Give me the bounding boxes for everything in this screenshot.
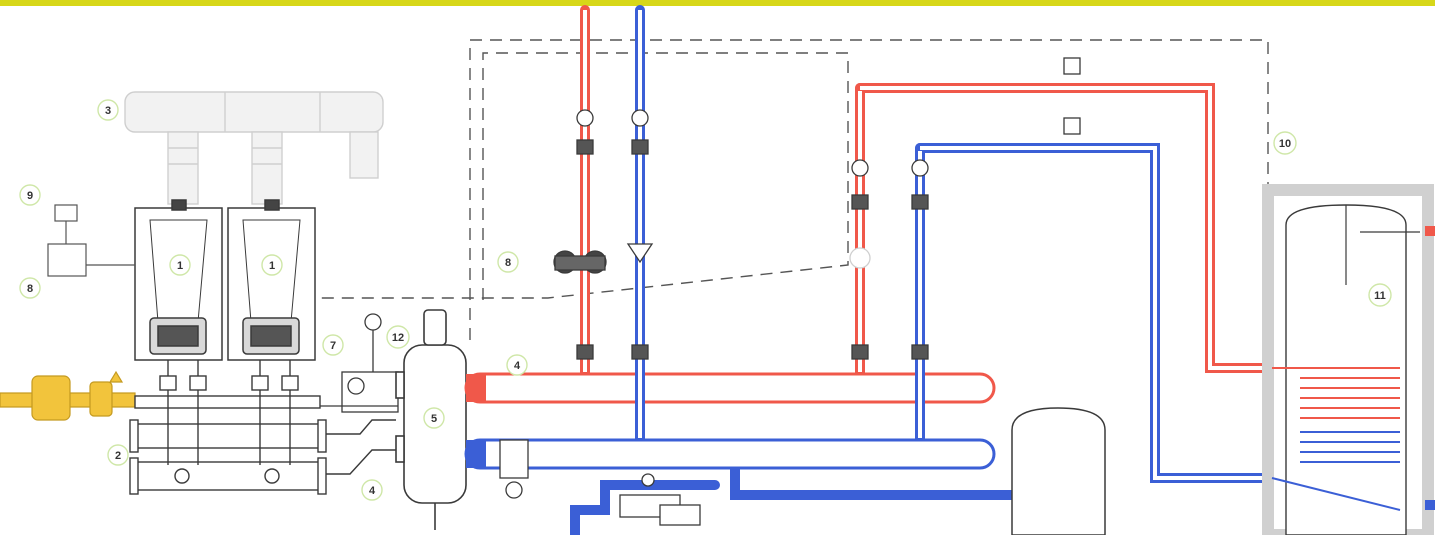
control-wiring [315,39,1269,340]
marker-11: 11 [1368,283,1392,307]
svg-text:3: 3 [105,105,111,117]
marker-9: 9 [19,184,41,206]
svg-text:8: 8 [27,283,33,295]
marker-4-top: 4 [506,354,528,376]
flue-system [124,91,384,205]
svg-text:11: 11 [1374,290,1386,302]
room-thermostat [47,204,135,277]
boiler-unit-right [227,199,316,361]
svg-text:10: 10 [1279,138,1291,150]
svg-text:9: 9 [27,190,33,202]
svg-text:4: 4 [369,485,376,497]
marker-1-right: 1 [261,254,283,276]
filling-group [619,473,701,526]
cold-circuit-inner [638,10,1262,480]
marker-7: 7 [322,334,344,356]
svg-text:7: 7 [330,340,336,352]
dirt-separator [499,439,529,499]
svg-text:4: 4 [514,360,521,372]
svg-text:1: 1 [177,260,183,272]
marker-8-mid: 8 [497,251,519,273]
boiler-unit-left [134,199,223,361]
hot-header [464,372,996,404]
svg-text:8: 8 [505,257,511,269]
svg-text:12: 12 [392,332,404,344]
svg-text:1: 1 [269,260,275,272]
expansion-vessel [1011,407,1106,535]
marker-8-left: 8 [19,277,41,299]
svg-text:2: 2 [115,450,121,462]
svg-text:5: 5 [431,413,437,425]
cold-header [464,438,996,470]
boiler-valve-sets [159,360,299,465]
dhw-cylinder [1262,184,1435,535]
accent-bar [0,0,1435,6]
marker-10: 10 [1273,131,1297,155]
gas-line [0,370,136,421]
marker-3: 3 [97,99,119,121]
marker-1-left: 1 [169,254,191,276]
marker-4-bottom: 4 [361,479,383,501]
marker-5: 5 [423,407,445,429]
cold-coil [1271,431,1401,511]
marker-2: 2 [107,444,129,466]
safety-group [320,313,399,413]
separator-connections [326,419,396,475]
riser-fittings [553,57,1081,360]
boiler-manifold [129,395,327,495]
hot-circuit-inner [583,10,1262,372]
hot-coil [1272,367,1400,419]
marker-12: 12 [386,325,410,349]
